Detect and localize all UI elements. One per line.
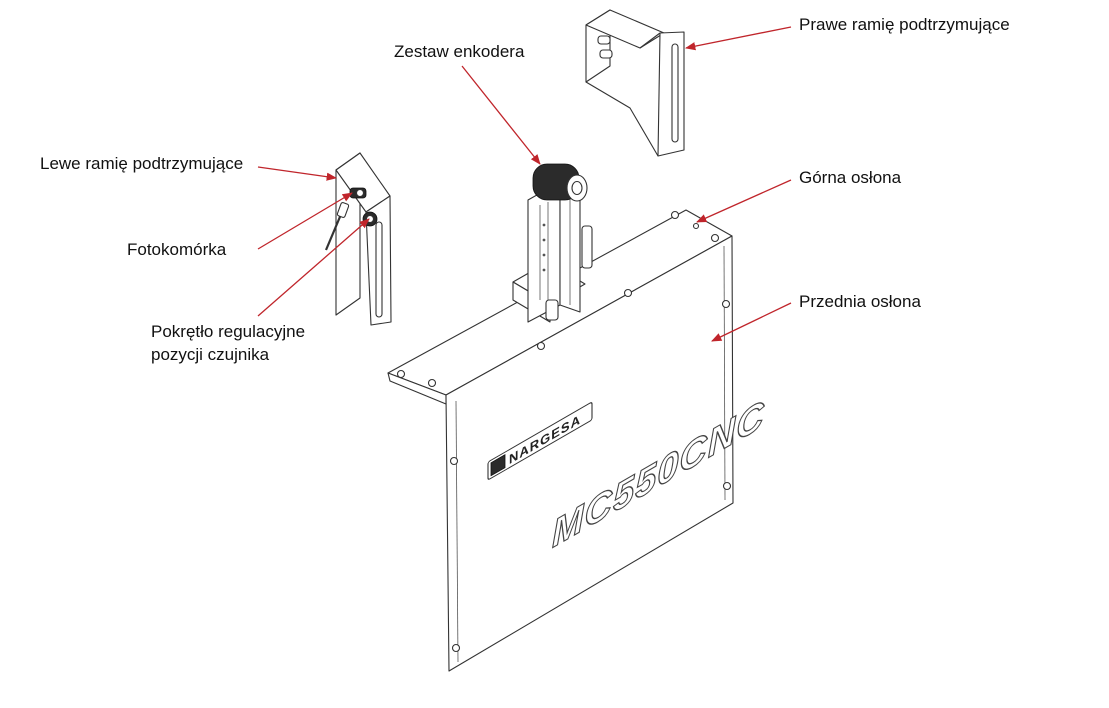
sensor-adjust-knob xyxy=(362,211,378,227)
right-support-arm xyxy=(585,9,685,157)
leader-front-cover xyxy=(711,302,792,342)
leader-encoder xyxy=(461,65,541,165)
photocell-sensor xyxy=(324,187,367,251)
encoder-assembly xyxy=(512,163,593,323)
label-front-cover: Przednia osłona xyxy=(799,292,921,311)
label-knob-line2: pozycji czujnika xyxy=(151,345,270,364)
label-right-arm: Prawe ramię podtrzymujące xyxy=(799,15,1010,34)
encoder-knob xyxy=(545,299,559,321)
left-arm-slot xyxy=(375,221,383,318)
main-housing: NARGESA MC550CNC xyxy=(387,209,766,672)
leader-photocell xyxy=(257,192,353,250)
right-arm-plate xyxy=(657,31,685,157)
label-knob-line1: Pokrętło regulacyjne xyxy=(151,322,305,341)
left-support-arm xyxy=(324,152,392,326)
label-left-arm: Lewe ramię podtrzymujące xyxy=(40,154,243,173)
label-encoder: Zestaw enkodera xyxy=(394,42,525,61)
column-holes xyxy=(542,223,546,272)
front-cover-edge xyxy=(455,400,459,663)
leader-lines xyxy=(257,26,792,342)
callout-labels: Prawe ramię podtrzymujące Zestaw enkoder… xyxy=(40,15,1010,364)
right-arm-slot xyxy=(671,43,679,143)
leader-adjust-knob xyxy=(257,218,370,317)
label-top-cover: Górna osłona xyxy=(799,168,902,187)
leader-top-cover xyxy=(696,179,792,223)
front-panel-screws xyxy=(449,299,732,653)
encoder-spring xyxy=(581,225,593,269)
front-cover-panel xyxy=(445,235,734,672)
top-plate-screws xyxy=(396,210,720,388)
right-arm-pins xyxy=(597,35,613,59)
leader-right-arm xyxy=(684,26,792,51)
leader-left-arm xyxy=(257,166,338,181)
front-cover-edge-right xyxy=(723,245,726,501)
label-photocell: Fotokomórka xyxy=(127,240,227,259)
